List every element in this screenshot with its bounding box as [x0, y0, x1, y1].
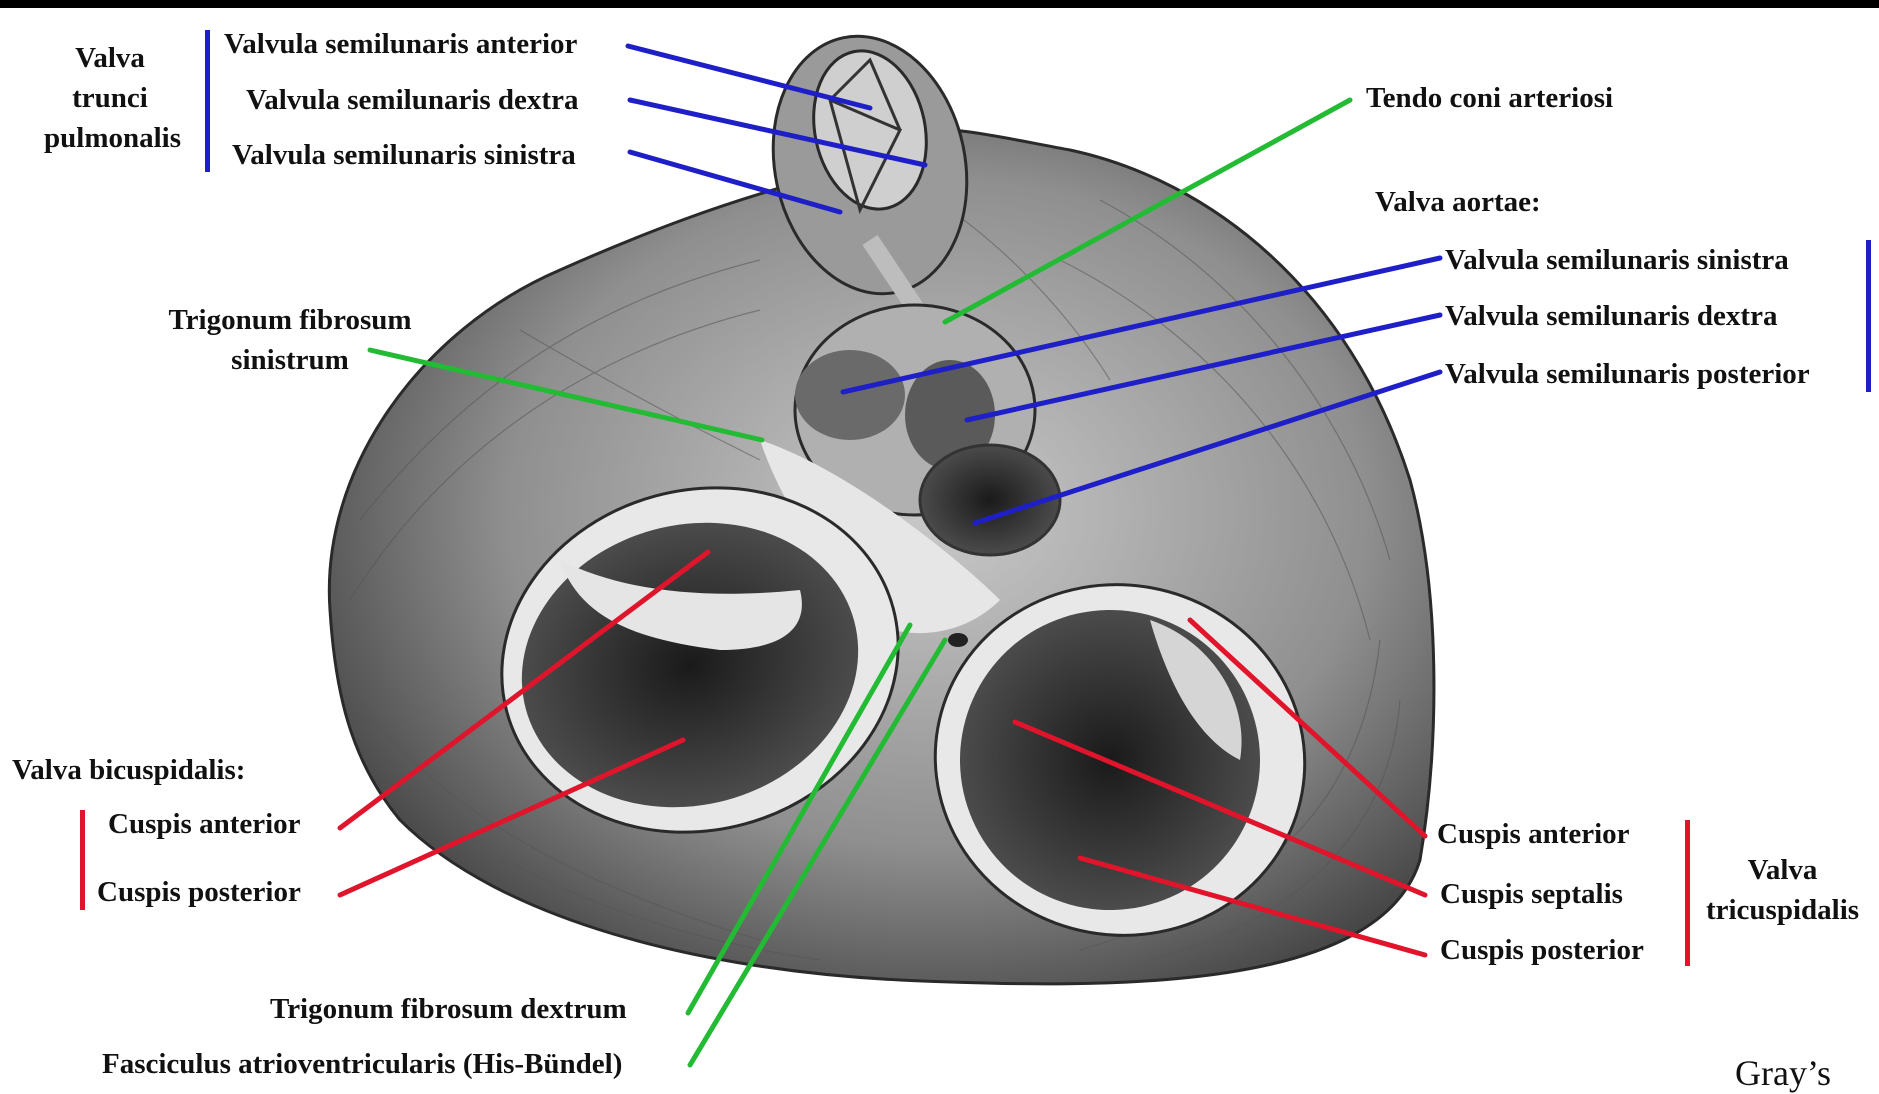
bicusp-group-bracket [80, 810, 85, 910]
label-aort-dextra: Valvula semilunaris dextra [1445, 302, 1777, 331]
label-aort-sinistra: Valvula semilunaris sinistra [1445, 246, 1789, 275]
label-pulm-group-3: pulmonalis [30, 124, 195, 153]
aortic-cusp-left [795, 350, 905, 440]
label-pulm-anterior: Valvula semilunaris anterior [224, 30, 577, 59]
label-pulm-dextra: Valvula semilunaris dextra [246, 86, 578, 115]
label-trig-sin-1: Trigonum fibrosum [140, 306, 440, 335]
label-aortae-header: Valva aortae: [1375, 188, 1541, 217]
label-bicusp-posterior: Cuspis posterior [97, 878, 301, 907]
aortic-group-bracket [1866, 240, 1871, 392]
label-pulm-group-2: trunci [40, 84, 180, 113]
label-tri-septalis: Cuspis septalis [1440, 880, 1623, 909]
pulm-group-bracket [205, 30, 210, 172]
label-trig-sin-2: sinistrum [140, 346, 440, 375]
tri-group-bracket [1685, 820, 1690, 966]
label-bicusp-header: Valva bicuspidalis: [12, 756, 245, 785]
label-tri-group-2: tricuspidalis [1690, 896, 1875, 925]
source-credit: Gray’s [1735, 1052, 1831, 1094]
label-tri-anterior: Cuspis anterior [1437, 820, 1630, 849]
label-bicusp-anterior: Cuspis anterior [108, 810, 301, 839]
label-tri-group-1: Valva [1690, 856, 1875, 885]
label-pulm-group-1: Valva [40, 44, 180, 73]
label-pulm-sinistra: Valvula semilunaris sinistra [232, 141, 576, 170]
label-tendo: Tendo coni arteriosi [1366, 84, 1613, 113]
label-tri-posterior: Cuspis posterior [1440, 936, 1644, 965]
label-fasciculus: Fasciculus atrioventricularis (His-Bünde… [102, 1050, 622, 1079]
label-trig-dex: Trigonum fibrosum dextrum [270, 995, 627, 1024]
his-bundle-dot [948, 633, 968, 647]
label-aort-posterior: Valvula semilunaris posterior [1445, 360, 1810, 389]
